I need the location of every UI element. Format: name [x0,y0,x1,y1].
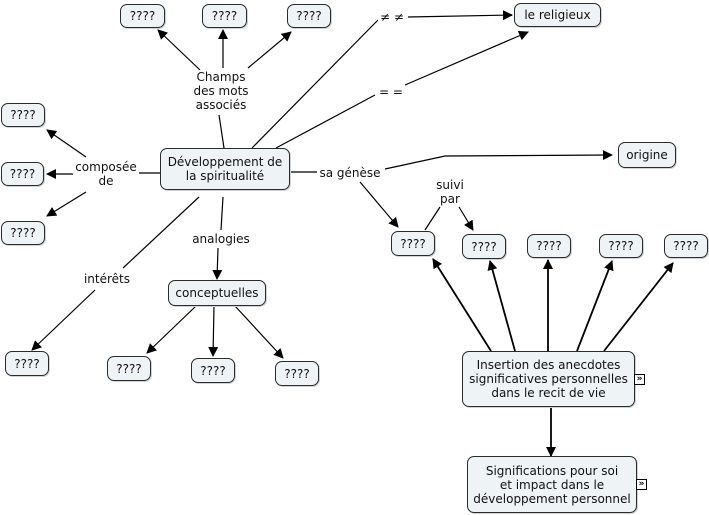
arrow-concept-3 [234,305,284,359]
node-unknown[interactable]: ???? [287,4,331,28]
node-unknown[interactable]: ???? [664,234,708,258]
node-unknown[interactable]: ???? [1,221,45,245]
link-label-genese: sa génèse [317,166,383,180]
arrow-concept-1 [146,305,197,354]
arrow-insertion-5 [603,262,674,352]
node-unknown[interactable]: ???? [1,162,44,186]
arrow-interets [31,289,96,351]
link-dev-analogies [220,196,224,231]
link-dev-neq [251,19,379,149]
node-unknown[interactable]: ???? [107,356,151,381]
arrow-champs-3 [247,31,292,69]
node-significations[interactable]: Significations pour soi et impact dans l… [467,456,637,513]
expand-icon[interactable]: » [634,374,645,385]
node-le-religieux[interactable]: le religieux [514,3,601,27]
node-unknown[interactable]: ???? [1,103,45,127]
link-node-suivi [424,206,441,231]
link-label-champs: Champs des mots associés [189,70,253,112]
node-unknown[interactable]: ???? [191,358,235,383]
arrow-insertion-1 [432,258,492,352]
expand-icon[interactable]: » [636,479,647,490]
node-unknown[interactable]: ???? [120,4,165,28]
arrow-insertion-2 [487,260,516,352]
link-label-suivi: suivi par [430,178,470,206]
link-label-analogies: analogies [188,232,254,246]
node-unknown[interactable]: ???? [391,231,435,256]
arrow-analogies [212,247,223,280]
arrow-champs-1 [157,29,201,71]
link-label-neq: ≠ ≠ [378,10,406,24]
node-unknown[interactable]: ???? [202,4,247,28]
arrow-eq-religieux [404,30,529,86]
node-unknown[interactable]: ???? [5,351,49,376]
node-developpement-spiritualite[interactable]: Développement de la spiritualité [160,148,290,190]
node-insertion-anecdotes[interactable]: Insertion des anecdotes significatives p… [462,351,635,407]
node-unknown[interactable]: ???? [599,234,643,258]
arrow-insertion-4 [576,260,614,352]
node-unknown[interactable]: ???? [275,361,319,386]
node-unknown[interactable]: ???? [527,234,571,258]
link-dev-interets [122,196,200,269]
link-dev-champs [218,114,225,149]
link-label-interets: intérêts [80,272,134,286]
arrow-suivi-node [458,206,474,231]
arrow-neq-religieux [407,10,513,21]
arrow-compose-3 [46,191,87,217]
node-unknown[interactable]: ???? [462,234,506,259]
arrow-concept-2 [208,305,219,357]
node-origine[interactable]: origine [618,142,676,168]
arrow-compose-1 [46,129,87,158]
link-label-composee: composée de [73,160,139,188]
arrow-genese-origine [384,150,613,170]
node-conceptuelles[interactable]: conceptuelles [168,280,266,306]
link-dev-eq [275,94,376,149]
link-label-eq: = = [377,85,405,99]
arrow-genese-node [359,181,399,228]
